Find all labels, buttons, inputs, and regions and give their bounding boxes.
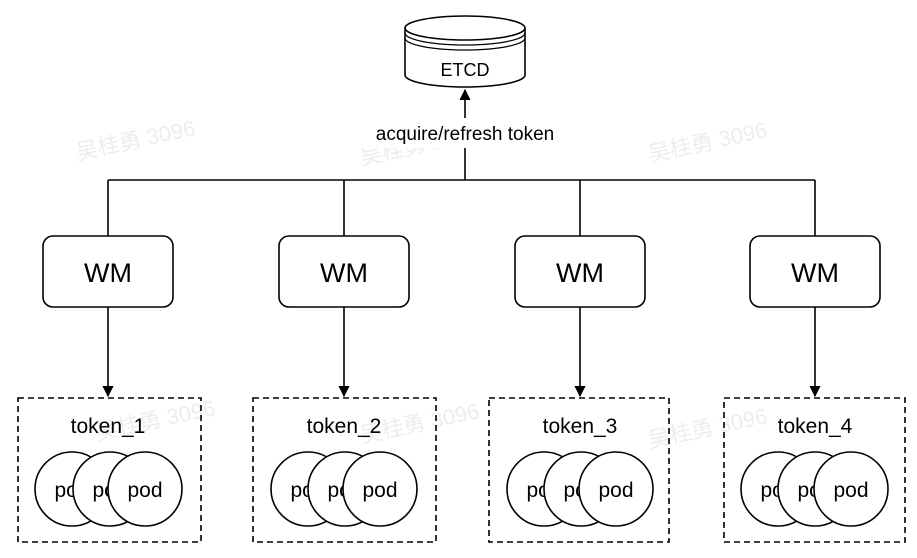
database-label: ETCD <box>441 60 490 80</box>
database-cylinder-icon <box>404 28 526 88</box>
wm-box: WM <box>514 235 646 308</box>
edge-label-group: acquire/refresh token <box>358 118 572 148</box>
watermark: 吴桂勇 3096 <box>646 403 770 453</box>
wm-label: WM <box>556 258 604 288</box>
pod: pod <box>813 451 889 527</box>
token-label: token_2 <box>307 415 382 438</box>
edge-label: acquire/refresh token <box>376 124 555 145</box>
watermark-layer: 吴桂勇 3096 吴桂勇 3096 吴桂勇 3096 吴桂勇 3096 吴桂勇 … <box>74 115 770 453</box>
wm-label: WM <box>791 258 839 288</box>
etcd-database: ETCD <box>404 15 526 88</box>
database-top-ring <box>404 15 526 41</box>
wm-label: WM <box>84 258 132 288</box>
watermark: 吴桂勇 3096 <box>646 117 770 167</box>
token-group: token_2 pod pod pod <box>252 397 437 543</box>
wm-box: WM <box>749 235 881 308</box>
token-label: token_1 <box>71 415 146 438</box>
token-group: token_4 pod pod pod <box>723 397 906 543</box>
token-label: token_4 <box>778 415 853 438</box>
pod: pod <box>578 451 654 527</box>
wm-box: WM <box>278 235 410 308</box>
wm-box: WM <box>42 235 174 308</box>
pod-label: pod <box>598 479 633 502</box>
watermark: 吴桂勇 3096 <box>74 115 198 165</box>
pod: pod <box>342 451 418 527</box>
wm-label: WM <box>320 258 368 288</box>
down-arrows <box>102 307 821 398</box>
pod-label: pod <box>833 479 868 502</box>
pod-label: pod <box>362 479 397 502</box>
token-group: token_1 pod pod pod <box>17 397 202 543</box>
token-group: token_3 pod pod pod <box>488 397 670 543</box>
token-label: token_3 <box>543 415 618 438</box>
pod: pod <box>107 451 183 527</box>
connector-tree <box>107 88 816 236</box>
pod-label: pod <box>127 479 162 502</box>
